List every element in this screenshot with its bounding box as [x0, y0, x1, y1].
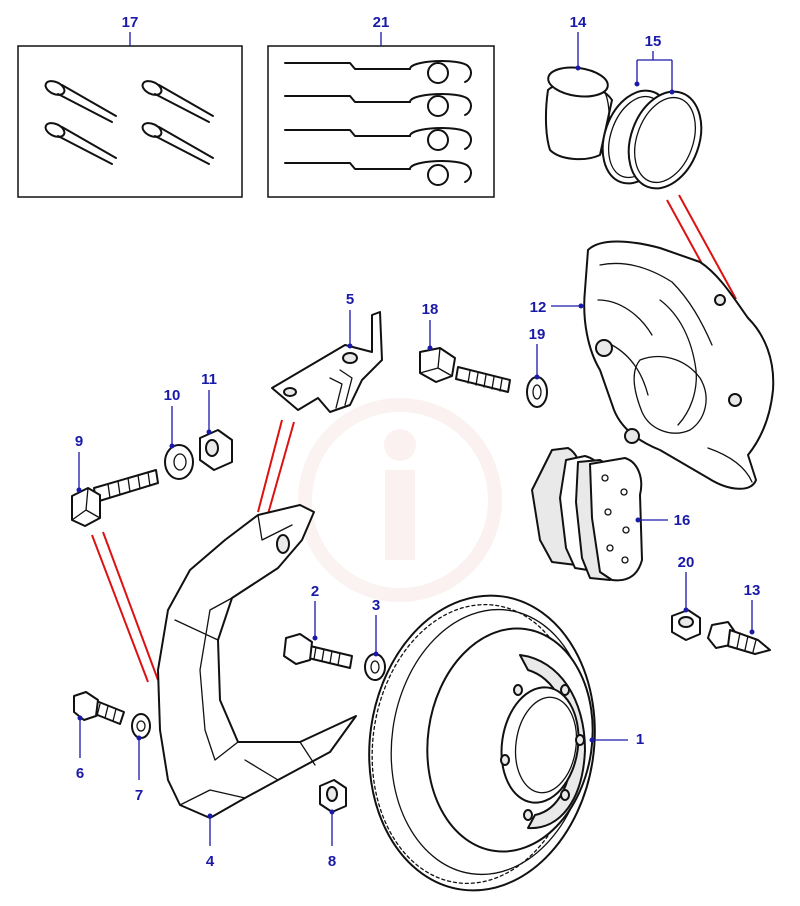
split-pin: [141, 122, 214, 165]
alignment-line: [257, 419, 295, 515]
spring-washer[interactable]: [164, 444, 194, 480]
mounting-bracket[interactable]: [271, 311, 383, 413]
callout-5[interactable]: 5: [346, 291, 354, 308]
piston-seals[interactable]: [591, 81, 715, 199]
split-pins-kit[interactable]: [17, 45, 243, 198]
watermark-logo: [298, 398, 502, 602]
retaining-spring: [284, 59, 473, 84]
shield-nut[interactable]: [319, 779, 347, 813]
callout-19[interactable]: 19: [529, 326, 546, 343]
callout-17[interactable]: 17: [122, 14, 139, 31]
split-pin: [44, 80, 117, 123]
retaining-spring: [284, 126, 473, 151]
retaining-spring: [284, 159, 473, 186]
hex-bolt[interactable]: [71, 469, 159, 527]
shield-bolt[interactable]: [283, 633, 353, 669]
brake-caliper[interactable]: [583, 240, 775, 490]
brake-pads[interactable]: [531, 447, 643, 582]
shield-washer[interactable]: [364, 653, 386, 681]
callout-11[interactable]: 11: [201, 371, 217, 388]
alignment-line: [91, 531, 159, 683]
callout-14[interactable]: 14: [570, 14, 587, 31]
callout-10[interactable]: 10: [164, 387, 181, 404]
callout-7[interactable]: 7: [135, 787, 143, 804]
caliper-piston[interactable]: [544, 64, 613, 161]
bush[interactable]: [671, 609, 701, 641]
callout-12[interactable]: 12: [530, 299, 547, 316]
callout-21[interactable]: 21: [373, 14, 390, 31]
callout-2[interactable]: 2: [311, 583, 319, 600]
small-bolt[interactable]: [73, 691, 125, 725]
small-washer[interactable]: [131, 713, 151, 739]
callout-18[interactable]: 18: [422, 301, 439, 318]
retaining-springs-kit[interactable]: [267, 45, 495, 198]
dust-shield[interactable]: [157, 504, 357, 819]
callout-8[interactable]: 8: [328, 853, 336, 870]
callout-4[interactable]: 4: [206, 853, 215, 870]
callout-13[interactable]: 13: [744, 582, 761, 599]
guide-pin[interactable]: [707, 621, 771, 655]
callout-20[interactable]: 20: [678, 554, 695, 571]
callout-1[interactable]: 1: [636, 731, 644, 748]
washer[interactable]: [526, 376, 548, 408]
caliper-bolt[interactable]: [419, 347, 511, 393]
callout-3[interactable]: 3: [372, 597, 380, 614]
callout-16[interactable]: 16: [674, 512, 691, 529]
callout-6[interactable]: 6: [76, 765, 84, 782]
retaining-spring: [284, 92, 473, 117]
split-pin: [44, 122, 117, 165]
split-pin: [141, 80, 214, 123]
callout-9[interactable]: 9: [75, 433, 83, 450]
brake-disc[interactable]: [350, 581, 613, 905]
callout-15[interactable]: 15: [645, 33, 662, 50]
hex-nut[interactable]: [199, 429, 233, 471]
